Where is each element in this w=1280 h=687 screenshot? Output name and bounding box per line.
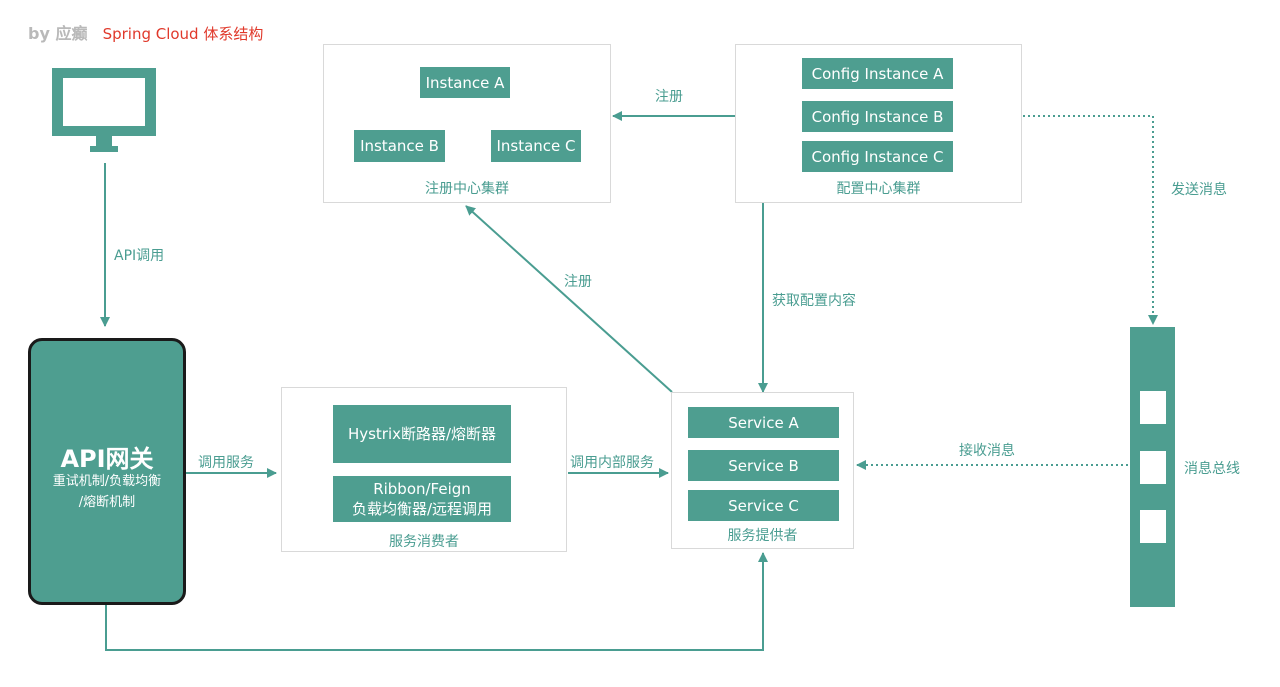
gateway-subtitle-line2: /熔断机制 (78, 495, 136, 510)
edge-gateway-provider (105, 552, 768, 651)
call-service-label: 调用服务 (198, 455, 254, 471)
bus-slot (1140, 391, 1166, 424)
hystrix-box: Hystrix断路器/熔断器 (333, 405, 511, 463)
consumer-caption: 服务消费者 (389, 534, 459, 550)
config-instance-a: Config Instance A (802, 58, 953, 89)
api-call-label: API调用 (114, 248, 165, 264)
monitor-icon (52, 68, 156, 156)
send-message-label: 发送消息 (1171, 182, 1227, 198)
diagram-title: Spring Cloud 体系结构 (102, 25, 264, 43)
call-internal-label: 调用内部服务 (570, 455, 654, 471)
service-c: Service C (688, 490, 839, 521)
service-consumer: 服务消费者 (281, 387, 567, 552)
receive-message-label: 接收消息 (959, 443, 1015, 459)
ribbon-feign-box: Ribbon/Feign 负载均衡器/远程调用 (333, 476, 511, 522)
registry-caption: 注册中心集群 (425, 181, 509, 197)
diagram-header: by 应癫 Spring Cloud 体系结构 (28, 20, 263, 44)
register-config-label: 注册 (655, 89, 683, 105)
author-label: by 应癫 (28, 24, 88, 43)
ribbon-line1: Ribbon/Feign (373, 480, 471, 498)
fetch-config-label: 获取配置内容 (772, 293, 856, 309)
registry-instance-c: Instance C (491, 130, 581, 162)
gateway-title: API网关 (60, 445, 154, 473)
config-instance-b: Config Instance B (802, 101, 953, 132)
bus-slot (1140, 451, 1166, 484)
config-caption: 配置中心集群 (836, 181, 921, 197)
api-gateway: API网关 重试机制/负载均衡 /熔断机制 (28, 338, 186, 605)
gateway-subtitle: 重试机制/负载均衡 /熔断机制 (31, 471, 183, 513)
config-instance-c: Config Instance C (802, 141, 953, 172)
registry-instance-a: Instance A (420, 67, 510, 98)
edge-register-provider (465, 205, 673, 393)
register-provider-label: 注册 (564, 274, 592, 290)
gateway-subtitle-line1: 重试机制/负载均衡 (52, 474, 162, 489)
ribbon-line2: 负载均衡器/远程调用 (351, 500, 493, 518)
message-bus (1130, 327, 1175, 607)
service-a: Service A (688, 407, 839, 438)
bus-label: 消息总线 (1184, 461, 1240, 477)
provider-caption: 服务提供者 (727, 528, 798, 544)
registry-cluster: 注册中心集群 (323, 44, 611, 203)
bus-slot (1140, 510, 1166, 543)
registry-instance-b: Instance B (354, 130, 445, 162)
service-b: Service B (688, 450, 839, 481)
